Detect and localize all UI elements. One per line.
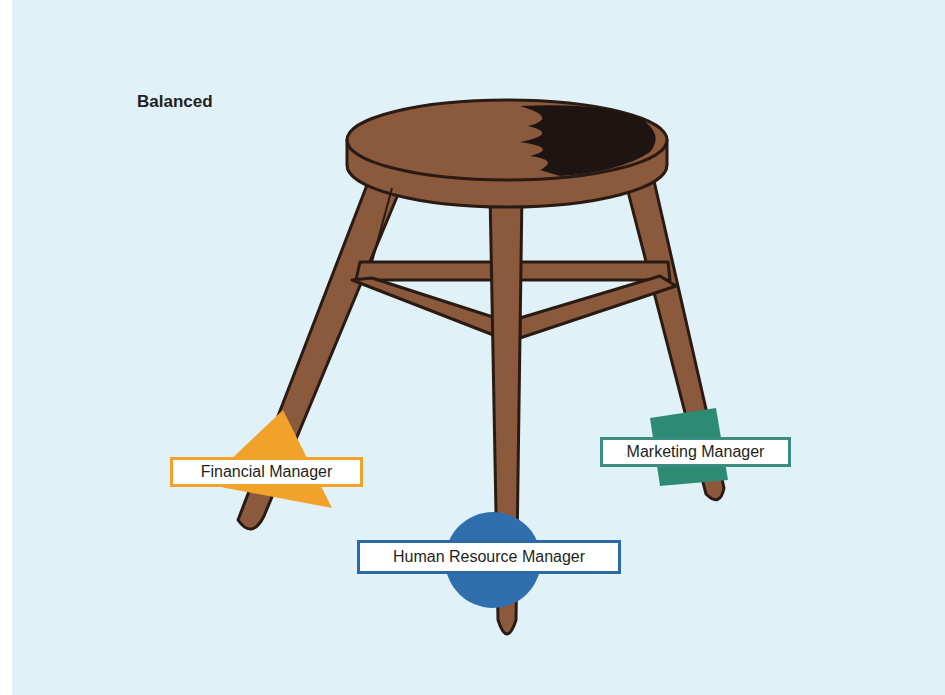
stool-rung <box>520 276 676 338</box>
role-label-box: Financial Manager <box>170 457 363 487</box>
diagram-title: Balanced <box>137 92 213 112</box>
role-label-box: Marketing Manager <box>600 437 791 467</box>
role-label: Human Resource Manager <box>393 548 585 566</box>
stool-rung <box>352 278 496 336</box>
role-label: Financial Manager <box>201 463 333 481</box>
leg-line <box>372 188 392 262</box>
background-panel <box>12 0 945 695</box>
stool-seat-top <box>347 100 667 180</box>
seat-shadow <box>520 105 656 176</box>
role-label-box: Human Resource Manager <box>357 540 621 574</box>
role-label: Marketing Manager <box>627 443 765 461</box>
